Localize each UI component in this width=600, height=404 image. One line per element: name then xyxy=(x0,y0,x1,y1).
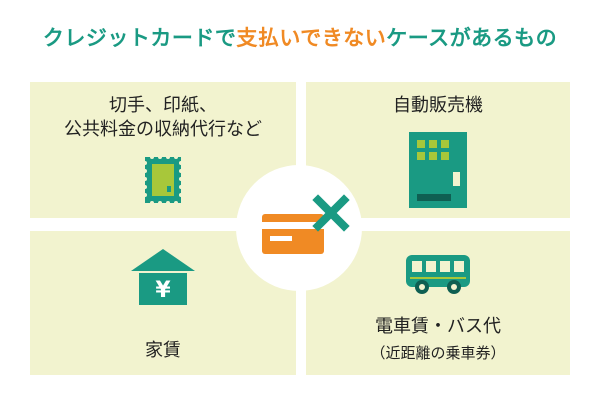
stamp-icon xyxy=(143,155,183,205)
title-part-2-highlight: 支払いできない xyxy=(236,26,387,50)
panel-stamps: 切手、印紙、 公共料金の収納代行など xyxy=(30,82,296,218)
page-title: クレジットカードで支払いできないケースがあるもの xyxy=(0,22,600,52)
credit-card-crossed-icon xyxy=(262,194,350,254)
title-part-3: ケースがあるもの xyxy=(386,26,558,50)
panel-transport-label-2: （近距離の乗車券） xyxy=(370,344,506,362)
panel-transport: 電車賃・バス代 （近距離の乗車券） xyxy=(306,231,570,375)
vending-machine-icon xyxy=(409,132,467,208)
panel-stamps-label-1: 切手、印紙、 xyxy=(109,95,217,116)
panel-transport-label-1: 電車賃・バス代 xyxy=(375,316,501,337)
panel-vending-label: 自動販売機 xyxy=(393,95,483,116)
panel-stamps-label-2: 公共料金の収納代行など xyxy=(64,119,262,140)
panel-rent-label: 家賃 xyxy=(145,340,181,361)
title-part-1: クレジットカードで xyxy=(42,26,237,50)
house-yen-icon: ¥ xyxy=(131,249,195,305)
yen-sign: ¥ xyxy=(155,278,171,303)
bus-icon xyxy=(406,255,470,294)
